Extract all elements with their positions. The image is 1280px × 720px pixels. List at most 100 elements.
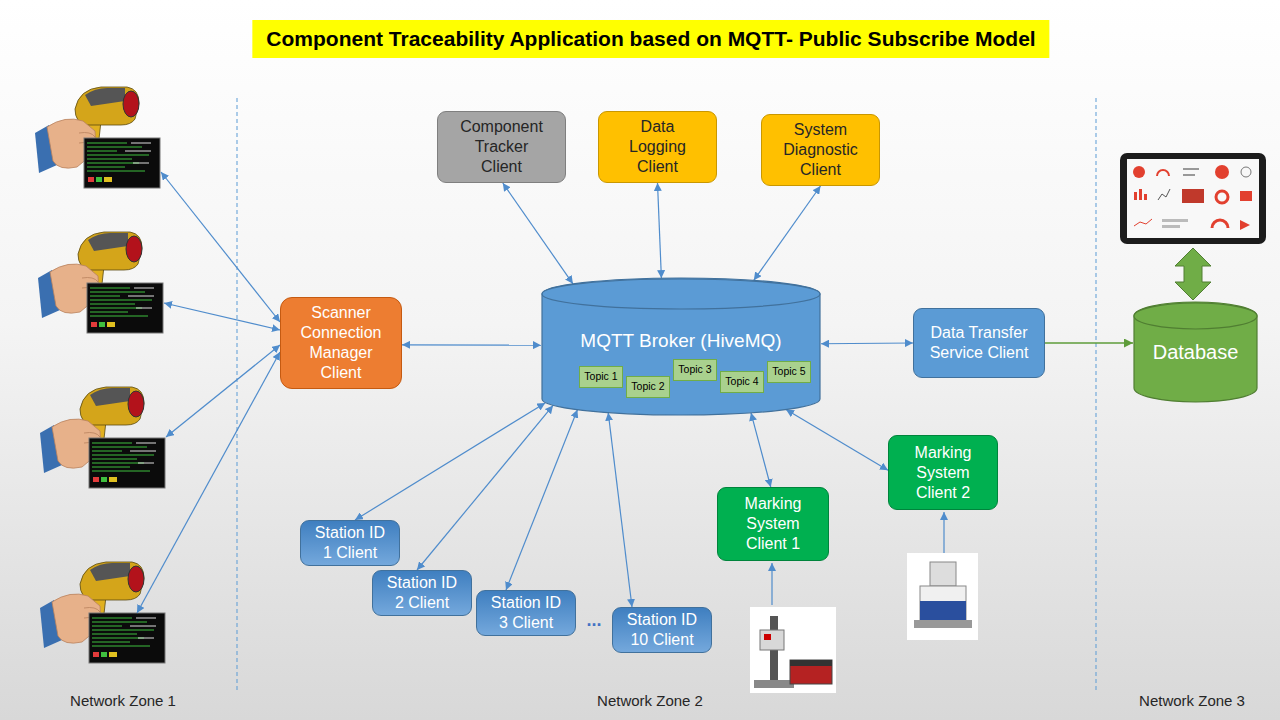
dashboard-tablet xyxy=(1120,153,1266,244)
topic-box: Topic 1 xyxy=(579,366,623,388)
chart xyxy=(1162,225,1180,228)
connector-arrow xyxy=(754,186,821,280)
scanner-links xyxy=(137,172,280,613)
connector-arrow xyxy=(658,183,662,278)
tablet-bezel xyxy=(1120,153,1266,244)
client-box: Component Tracker Client xyxy=(437,111,566,183)
node-label: Topic 4 xyxy=(725,375,758,388)
chart xyxy=(1158,189,1170,200)
cylinder-body xyxy=(542,278,820,415)
chart xyxy=(1240,220,1250,230)
zone-divider xyxy=(1096,98,1097,690)
station-box: Station ID 2 Client xyxy=(372,570,472,616)
service-box: Data Transfer Service Client xyxy=(913,308,1045,378)
topic-box: Topic 3 xyxy=(673,359,717,381)
cylinder-outline xyxy=(1133,302,1258,402)
zone-label: Network Zone 1 xyxy=(70,692,176,709)
chart xyxy=(1241,167,1251,177)
node-label: Marking System Client 2 xyxy=(904,443,982,503)
chart xyxy=(1134,192,1137,200)
broker-cylinder: MQTT Broker (HiveMQ) Topic 1 Topic 2 Topic … xyxy=(541,278,821,415)
scanner-link xyxy=(166,345,280,437)
node-label: System Diagnostic Client xyxy=(771,120,871,180)
machine-link xyxy=(943,512,944,553)
connector-arrow xyxy=(751,413,771,487)
machine-head xyxy=(760,630,784,650)
manager-box: Scanner Connection Manager Client xyxy=(280,297,402,389)
zone-divider xyxy=(237,98,238,690)
client-box: System Diagnostic Client xyxy=(761,114,880,186)
machine-front xyxy=(920,601,966,620)
node-label: Topic 5 xyxy=(772,365,805,378)
connector-arrow xyxy=(821,342,913,344)
node-label: Scanner Connection Manager Client xyxy=(293,303,389,383)
photo-ground xyxy=(907,553,978,640)
connector-arrow xyxy=(355,403,545,520)
cylinder-outline xyxy=(541,278,821,415)
marking-box: Marking System Client 2 xyxy=(888,435,998,510)
station-box: Station ID 3 Client xyxy=(476,590,576,636)
chart xyxy=(1183,168,1199,170)
node-label: Database xyxy=(1153,340,1239,365)
node-label: MQTT Broker (HiveMQ) xyxy=(580,329,781,353)
node-label: Topic 3 xyxy=(678,363,711,376)
barcode-scanner xyxy=(38,232,163,333)
cylinder-body xyxy=(1134,302,1257,402)
cylinder-top xyxy=(542,279,820,309)
connector-arrow xyxy=(417,405,553,570)
photo-ground xyxy=(750,607,836,693)
scanner-link xyxy=(161,172,280,322)
station-box: Station ID 1 Client xyxy=(300,520,400,566)
chart xyxy=(1139,189,1142,200)
barcode-scanner xyxy=(35,87,160,188)
topic-box: Topic 5 xyxy=(767,361,811,383)
topic-box: Topic 4 xyxy=(720,371,764,393)
station-box: Station ID 10 Client xyxy=(612,607,712,653)
node-label: Topic 2 xyxy=(631,380,664,393)
node-label: Marking System Client 1 xyxy=(734,494,812,554)
connector-arrow xyxy=(786,410,888,471)
node-label: Station ID 3 Client xyxy=(486,593,566,633)
barcode-scanner xyxy=(40,562,165,663)
node-label: Data Logging Client xyxy=(623,117,693,177)
machine-head xyxy=(930,562,956,586)
connector-arrow xyxy=(506,410,577,590)
chart xyxy=(1216,191,1228,203)
controller-box xyxy=(790,660,832,684)
machine-light xyxy=(764,634,771,640)
controller-top xyxy=(790,660,832,666)
node-label: Station ID 2 Client xyxy=(382,573,462,613)
connector-arrow xyxy=(1045,342,1133,344)
marking-box: Marking System Client 1 xyxy=(717,487,829,561)
connector-arrow xyxy=(503,183,573,284)
zone-label: Network Zone 2 xyxy=(597,692,703,709)
double-block-arrow xyxy=(1175,248,1211,300)
chart xyxy=(1157,170,1169,176)
machine-base xyxy=(914,620,972,628)
cylinder-top xyxy=(1134,303,1257,329)
chart xyxy=(1215,165,1229,179)
chart xyxy=(1134,219,1152,226)
tablet-screen xyxy=(1127,159,1259,238)
chart xyxy=(1212,220,1228,228)
node-label: Topic 1 xyxy=(584,370,617,383)
chart xyxy=(1183,174,1195,176)
zone-label: Network Zone 3 xyxy=(1139,692,1245,709)
chart xyxy=(1133,166,1145,178)
connector-arrow xyxy=(608,413,632,607)
node-label: Station ID 1 Client xyxy=(310,523,390,563)
client-box: Data Logging Client xyxy=(598,111,717,183)
machine-body xyxy=(920,586,966,620)
node-label: Station ID 10 Client xyxy=(622,610,702,650)
topic-box: Topic 2 xyxy=(626,376,670,398)
chart xyxy=(1144,194,1147,200)
barcode-scanner xyxy=(40,387,165,488)
connector-arrow xyxy=(402,344,541,345)
machine-links xyxy=(772,512,944,605)
chart xyxy=(1182,189,1204,203)
